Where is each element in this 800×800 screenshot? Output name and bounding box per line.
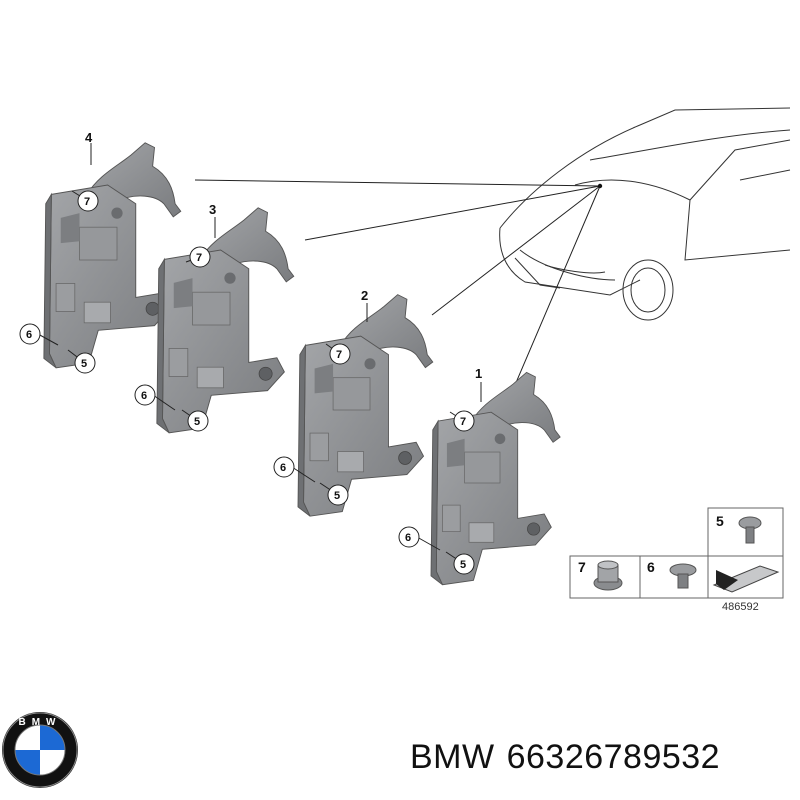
svg-text:7: 7 [460,416,466,428]
callout-7 [453,410,475,432]
svg-text:5: 5 [334,490,340,502]
callout-5 [327,484,349,506]
svg-text:5: 5 [81,358,87,370]
callout-5 [74,352,96,374]
svg-text:5: 5 [194,416,200,428]
legend-item-5: 5 [716,513,724,529]
callout-group-1 [398,410,475,575]
adhesive-strip-icon [712,565,780,593]
nut-7-icon [593,560,623,591]
leader-lines [194,179,601,386]
bracket-1-shape [430,371,561,586]
brand-name: BMW [410,738,495,776]
legend-item-7: 7 [578,559,586,575]
svg-text:2: 2 [361,288,368,303]
callout-7 [189,246,211,268]
leader-point [597,183,603,189]
callout-7 [329,343,351,365]
legend-table [569,507,784,599]
callout-7 [77,190,99,212]
assembly-label-3: 3 [209,202,216,238]
callout-5 [187,410,209,432]
callout-group-3 [134,246,211,432]
svg-text:7: 7 [196,252,202,264]
reference-number: 486592 [722,601,759,613]
svg-text:3: 3 [209,202,216,217]
svg-text:1: 1 [475,366,482,381]
bmw-logo: BMW [2,712,78,788]
bracket-3-shape [156,207,295,434]
assembly-label-4: 4 [85,130,93,165]
svg-text:7: 7 [84,196,90,208]
svg-text:6: 6 [26,329,32,341]
assembly-label-2: 2 [361,288,368,322]
callout-group-4 [19,190,99,374]
bracket-2-shape [297,294,434,517]
callout-6 [19,323,41,345]
callout-5 [453,553,475,575]
legend-item-6: 6 [647,559,655,575]
svg-text:4: 4 [85,130,93,145]
svg-text:5: 5 [460,559,466,571]
svg-text:6: 6 [280,462,286,474]
part-number: 66326789532 [506,738,721,776]
screw-5-icon [738,516,762,544]
svg-text:6: 6 [405,532,411,544]
part-caption: BMW 66326789532 [410,738,732,777]
assembly-label-1: 1 [475,366,482,402]
svg-text:7: 7 [336,349,342,361]
car-outline [499,107,791,321]
callout-group-2 [273,343,351,506]
svg-text:6: 6 [141,390,147,402]
screw-6-icon [669,563,697,589]
callout-6 [273,456,295,478]
callout-6 [134,384,156,406]
callout-6 [398,526,420,548]
logo-text: BMW [19,717,62,728]
